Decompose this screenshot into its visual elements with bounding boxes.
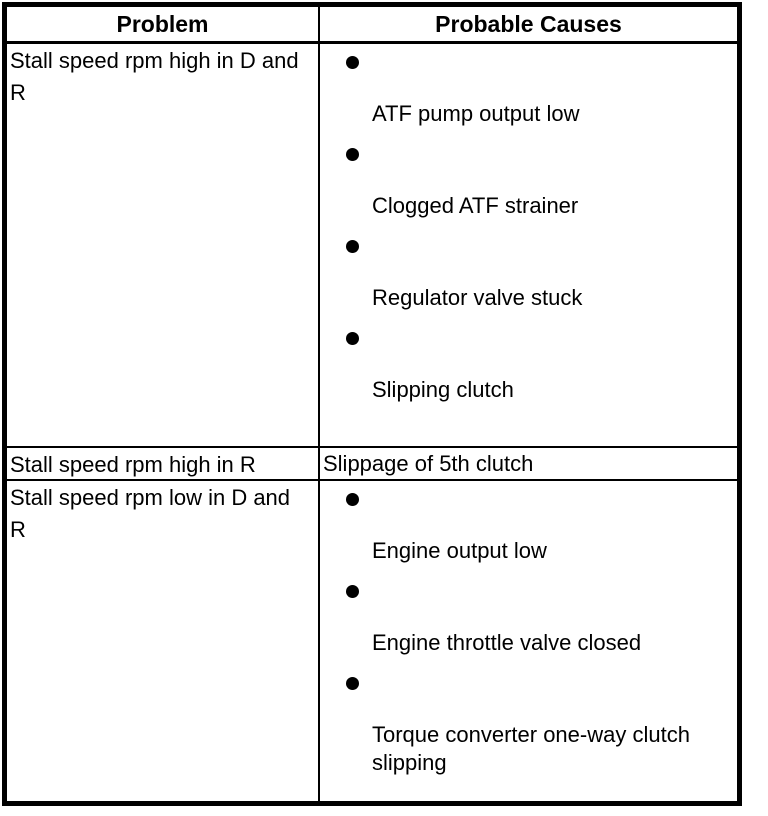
cause-item: Torque converter one-way clutch slipping <box>320 677 737 777</box>
cause-text: Regulator valve stuck <box>372 285 583 310</box>
problem-cell: Stall speed rpm low in D and R <box>7 481 320 801</box>
bullet-icon <box>346 585 359 598</box>
bullet-icon <box>346 677 359 690</box>
cause-item: Engine output low <box>320 493 737 565</box>
table-row: Stall speed rpm high in R Slippage of 5t… <box>7 448 737 481</box>
bullet-icon <box>346 240 359 253</box>
causes-cell: ATF pump output low Clogged ATF strainer… <box>320 44 737 446</box>
causes-cell: Engine output low Engine throttle valve … <box>320 481 737 801</box>
table-row: Stall speed rpm low in D and R Engine ou… <box>7 481 737 801</box>
bullet-icon <box>346 493 359 506</box>
column-header-problem: Problem <box>7 7 320 41</box>
cause-item: Clogged ATF strainer <box>320 148 737 220</box>
bullet-icon <box>346 148 359 161</box>
cause-text: Engine throttle valve closed <box>372 630 642 655</box>
cause-text: Clogged ATF strainer <box>372 193 579 218</box>
table-row: Stall speed rpm high in D and R ATF pump… <box>7 44 737 448</box>
bullet-icon <box>346 56 359 69</box>
bullet-icon <box>346 332 359 345</box>
cause-text: Torque converter one-way clutch slipping <box>372 722 690 775</box>
column-header-probable-causes: Probable Causes <box>435 11 622 37</box>
cause-text: ATF pump output low <box>372 101 580 126</box>
table-header-row: Problem Probable Causes <box>7 7 737 44</box>
causes-cell: Slippage of 5th clutch <box>323 451 534 476</box>
problem-cell: Stall speed rpm high in R <box>7 448 320 479</box>
cause-item: ATF pump output low <box>320 56 737 128</box>
cause-item: Slipping clutch <box>320 332 737 404</box>
troubleshooting-table: Problem Probable Causes Stall speed rpm … <box>2 2 742 806</box>
cause-item: Engine throttle valve closed <box>320 585 737 657</box>
problem-cell: Stall speed rpm high in D and R <box>7 44 320 446</box>
cause-text: Slipping clutch <box>372 377 514 402</box>
cause-text: Engine output low <box>372 538 547 563</box>
cause-item: Regulator valve stuck <box>320 240 737 312</box>
